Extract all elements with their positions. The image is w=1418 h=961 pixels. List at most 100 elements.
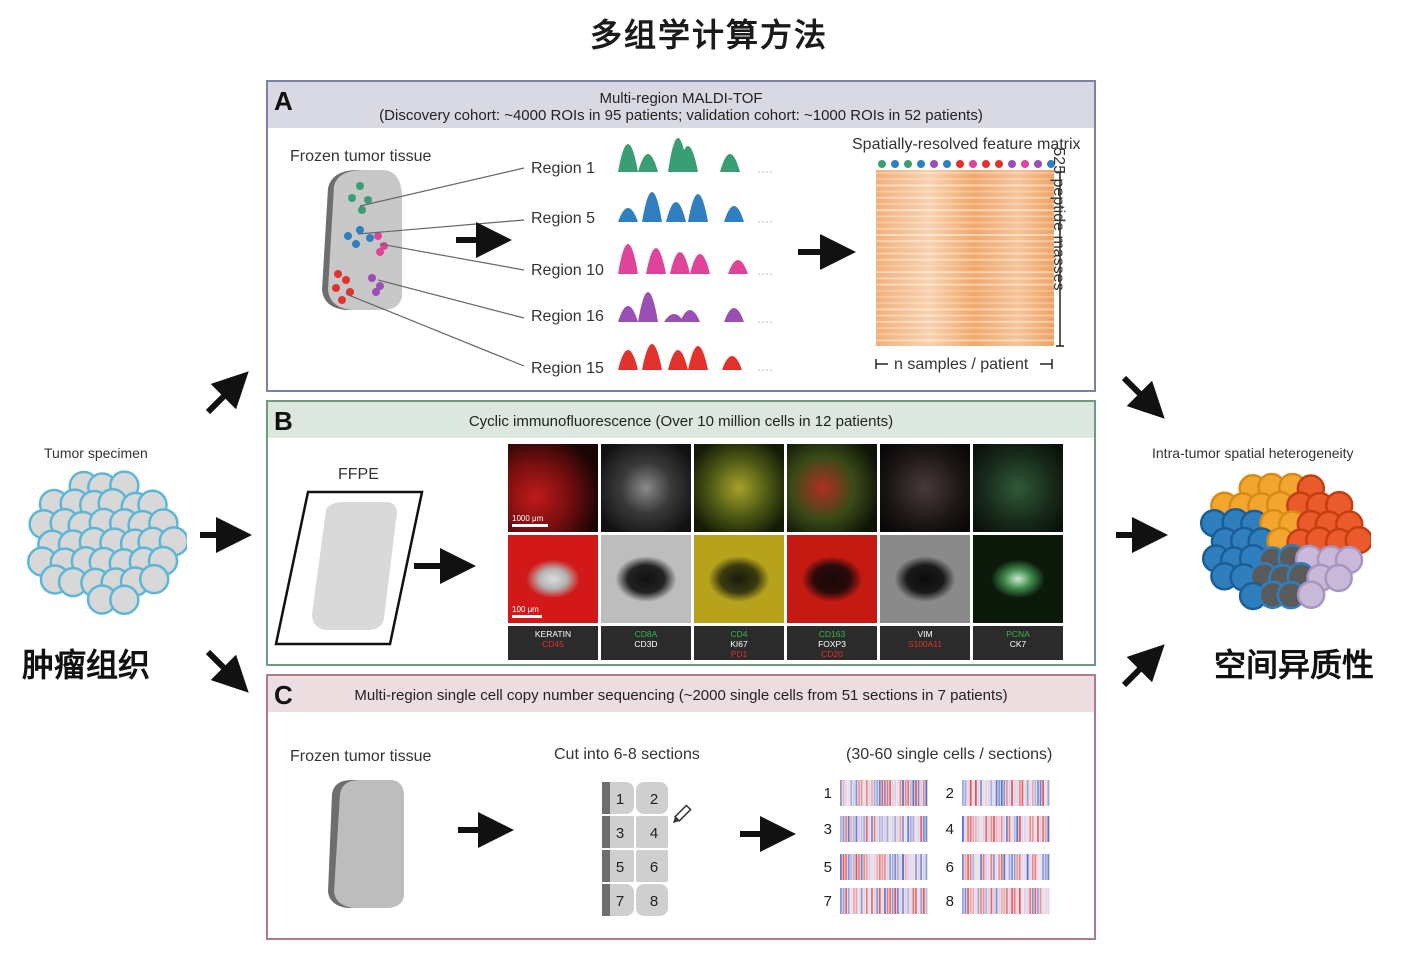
cnv-bar <box>980 816 982 842</box>
cnv-bar <box>840 780 842 806</box>
cnv-bar <box>1039 888 1042 914</box>
mass-spectrum <box>618 138 758 172</box>
arrow-from-c <box>1121 644 1165 688</box>
cnv-bar <box>917 888 920 914</box>
cnv-bar <box>1029 816 1032 842</box>
sample-dot <box>1047 160 1055 168</box>
cnv-bar <box>865 854 868 880</box>
marker-name: CD8A <box>634 629 658 639</box>
cnv-bar <box>1042 888 1045 914</box>
cnv-bar <box>840 816 842 842</box>
if-image-vim-low <box>880 444 970 532</box>
region-dot <box>356 182 364 190</box>
cnv-bar <box>962 888 964 914</box>
region-dot <box>338 296 346 304</box>
cnv-bar <box>917 816 920 842</box>
cnv-bar <box>1034 854 1037 880</box>
frozen-tissue-block-c <box>328 780 404 908</box>
heterogeneity-label: Intra-tumor spatial heterogeneity <box>1152 445 1354 461</box>
mass-spectrum <box>618 344 758 370</box>
marker-name: CD4 <box>730 629 748 639</box>
cnv-bar <box>891 888 894 914</box>
cnv-bar <box>964 854 967 880</box>
if-image-cd4-low <box>694 444 784 532</box>
cnv-bar <box>842 854 845 880</box>
region-dot <box>356 226 364 234</box>
cnv-bar <box>1003 854 1006 880</box>
sample-dot <box>891 160 899 168</box>
ffpe-tissue <box>312 502 397 630</box>
matrix-row-stripe <box>876 190 1054 193</box>
cnv-bar <box>858 888 860 914</box>
cnv-bar <box>858 854 860 880</box>
region-dot <box>376 248 384 256</box>
cnv-bar <box>852 888 855 914</box>
cnv-bar <box>850 816 853 842</box>
cnv-bar <box>1037 780 1039 806</box>
cnv-bar <box>985 816 988 842</box>
cnv-bar <box>995 780 998 806</box>
cnv-bar <box>886 816 889 842</box>
cnv-bar <box>977 854 980 880</box>
cnv-bar <box>868 888 871 914</box>
cnv-bar <box>899 816 902 842</box>
cnv-bar <box>974 888 977 914</box>
cnv-bar <box>990 816 993 842</box>
region-dot <box>344 232 352 240</box>
cnv-bar <box>974 780 977 806</box>
cnv-bar <box>967 888 969 914</box>
cnv-bar <box>907 780 910 806</box>
panel-b-header: B Cyclic immunofluorescence (Over 10 mil… <box>268 402 1094 438</box>
cnv-bar <box>1016 816 1019 842</box>
tumor-cell <box>1324 563 1353 593</box>
matrix-row-stripe <box>876 172 1054 174</box>
cnv-bar <box>972 780 975 806</box>
cnv-bar <box>985 780 988 806</box>
cnv-bar <box>855 816 858 842</box>
cnv-bar <box>863 888 866 914</box>
region-label: Region 1 <box>531 160 596 177</box>
cnv-bar <box>972 888 975 914</box>
ffpe-slide <box>274 490 476 646</box>
cnv-bar <box>860 888 863 914</box>
cnv-bar <box>860 780 863 806</box>
cnv-bar <box>922 854 925 880</box>
cnv-bar <box>1042 780 1045 806</box>
cnv-bar <box>871 888 873 914</box>
cnv-bar <box>922 816 925 842</box>
cnv-bar <box>881 816 884 842</box>
cnv-bar <box>982 854 985 880</box>
scale-bar-bottom-label: 100 μm <box>512 605 539 614</box>
cnv-bar <box>1024 888 1026 914</box>
panel-a-title: Multi-region MALDI-TOF <box>599 90 763 107</box>
matrix-row-stripe <box>876 327 1054 329</box>
cnv-bar <box>998 854 1001 880</box>
cnv-bar <box>1006 780 1008 806</box>
cnv-bar <box>998 816 1001 842</box>
marker-name: CD45 <box>542 639 564 649</box>
cnv-bar <box>863 780 866 806</box>
cnv-bar <box>852 816 855 842</box>
cnv-bar <box>967 854 969 880</box>
section-number: 7 <box>616 893 624 910</box>
region-dot <box>332 284 340 292</box>
cnv-bar <box>842 816 845 842</box>
if-image-pcna-high <box>973 535 1063 623</box>
cnv-bar <box>878 780 881 806</box>
cnv-bar <box>1006 816 1008 842</box>
cnv-bar <box>1024 854 1026 880</box>
cnv-bar <box>873 854 876 880</box>
matrix-row-stripe <box>876 308 1054 311</box>
matrix-row-stripe <box>876 296 1054 298</box>
cnv-bar <box>896 888 899 914</box>
cnv-bar <box>925 816 928 842</box>
cnv-bar <box>894 816 897 842</box>
cnv-bar <box>915 888 917 914</box>
cnv-bar <box>977 888 980 914</box>
region-label: Region 16 <box>531 308 604 325</box>
heatmap-number: 7 <box>824 893 832 910</box>
cnv-bar <box>899 780 902 806</box>
cnv-bar <box>1011 780 1013 806</box>
